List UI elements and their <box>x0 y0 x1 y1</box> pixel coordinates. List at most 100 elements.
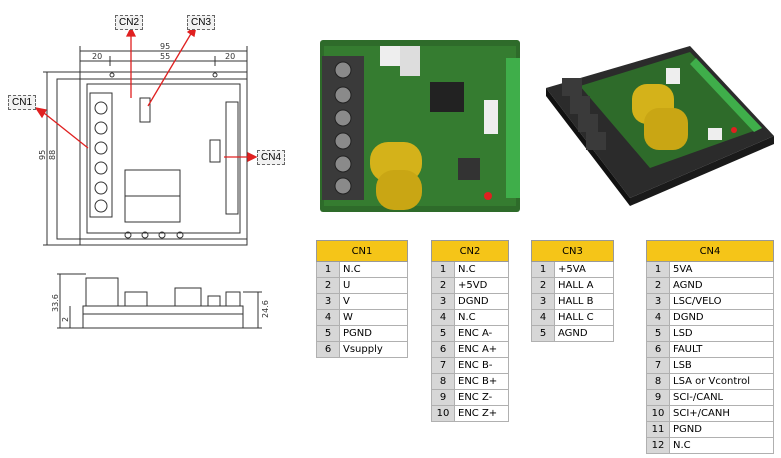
pin-signal: LSD <box>669 325 774 342</box>
pin-number: 4 <box>316 309 340 326</box>
callout-cn1: CN1 <box>8 95 37 110</box>
pin-signal: AGND <box>554 325 614 342</box>
pin-number: 1 <box>316 261 340 278</box>
cn1-table-title: CN1 <box>316 240 408 262</box>
dim-left-inner: 88 <box>48 150 57 160</box>
pin-signal: ENC Z+ <box>454 405 509 422</box>
mechanical-drawing: 95 55 20 20 95 88 33.6 2 24.6 <box>34 24 270 329</box>
pin-signal: V <box>339 293 408 310</box>
pin-number: 5 <box>316 325 340 342</box>
pin-signal: LSA or Vcontrol <box>669 373 774 390</box>
callout-cn2: CN2 <box>115 15 144 30</box>
pin-number: 11 <box>646 421 670 438</box>
cn3-table-title: CN3 <box>531 240 614 262</box>
dim-top-total: 95 <box>160 42 170 51</box>
pin-number: 7 <box>646 357 670 374</box>
pin-signal: DGND <box>669 309 774 326</box>
pin-signal: PGND <box>339 325 408 342</box>
callout-arrows <box>34 24 258 163</box>
cn4-table-title: CN4 <box>646 240 774 262</box>
table-row: 2+5VD <box>431 277 509 294</box>
pin-signal: W <box>339 309 408 326</box>
pin-signal: N.C <box>454 261 509 278</box>
pin-signal: HALL B <box>554 293 614 310</box>
dim-side-left: 33.6 <box>51 294 60 312</box>
dim-top-inner: 55 <box>160 52 170 61</box>
pin-number: 4 <box>531 309 555 326</box>
pin-number: 1 <box>646 261 670 278</box>
pin-signal: +5VD <box>454 277 509 294</box>
pin-number: 3 <box>431 293 455 310</box>
pin-signal: +5VA <box>554 261 614 278</box>
pin-number: 6 <box>646 341 670 358</box>
pin-signal: ENC Z- <box>454 389 509 406</box>
pin-signal: ENC B- <box>454 357 509 374</box>
pin-signal: HALL A <box>554 277 614 294</box>
pin-number: 8 <box>431 373 455 390</box>
pin-number: 1 <box>431 261 455 278</box>
pin-number: 7 <box>431 357 455 374</box>
pin-number: 2 <box>316 277 340 294</box>
callout-cn3: CN3 <box>187 15 216 30</box>
board-photo-angled <box>546 46 774 206</box>
pin-signal: PGND <box>669 421 774 438</box>
table-row: 1+5VA <box>531 261 614 278</box>
pin-signal: 5VA <box>669 261 774 278</box>
pin-number: 12 <box>646 437 670 454</box>
pin-signal: DGND <box>454 293 509 310</box>
pin-signal: U <box>339 277 408 294</box>
pin-number: 6 <box>431 341 455 358</box>
pin-number: 6 <box>316 341 340 358</box>
pin-number: 1 <box>531 261 555 278</box>
pin-number: 9 <box>646 389 670 406</box>
pin-number: 3 <box>646 293 670 310</box>
pin-signal: LSB <box>669 357 774 374</box>
pin-number: 2 <box>431 277 455 294</box>
board-photo-top <box>320 40 520 212</box>
pin-signal: N.C <box>669 437 774 454</box>
dim-side-small: 2 <box>61 317 70 322</box>
pin-signal: N.C <box>339 261 408 278</box>
cn2-table-title: CN2 <box>431 240 509 262</box>
pin-number: 10 <box>646 405 670 422</box>
pin-number: 5 <box>431 325 455 342</box>
pin-number: 2 <box>646 277 670 294</box>
pin-number: 9 <box>431 389 455 406</box>
terminal-screws <box>94 101 108 213</box>
pin-number: 4 <box>646 309 670 326</box>
pin-number: 2 <box>531 277 555 294</box>
pin-signal: ENC A- <box>454 325 509 342</box>
dim-top-left: 20 <box>92 52 102 61</box>
pin-signal: LSC/VELO <box>669 293 774 310</box>
pin-signal: SCI+/CANH <box>669 405 774 422</box>
